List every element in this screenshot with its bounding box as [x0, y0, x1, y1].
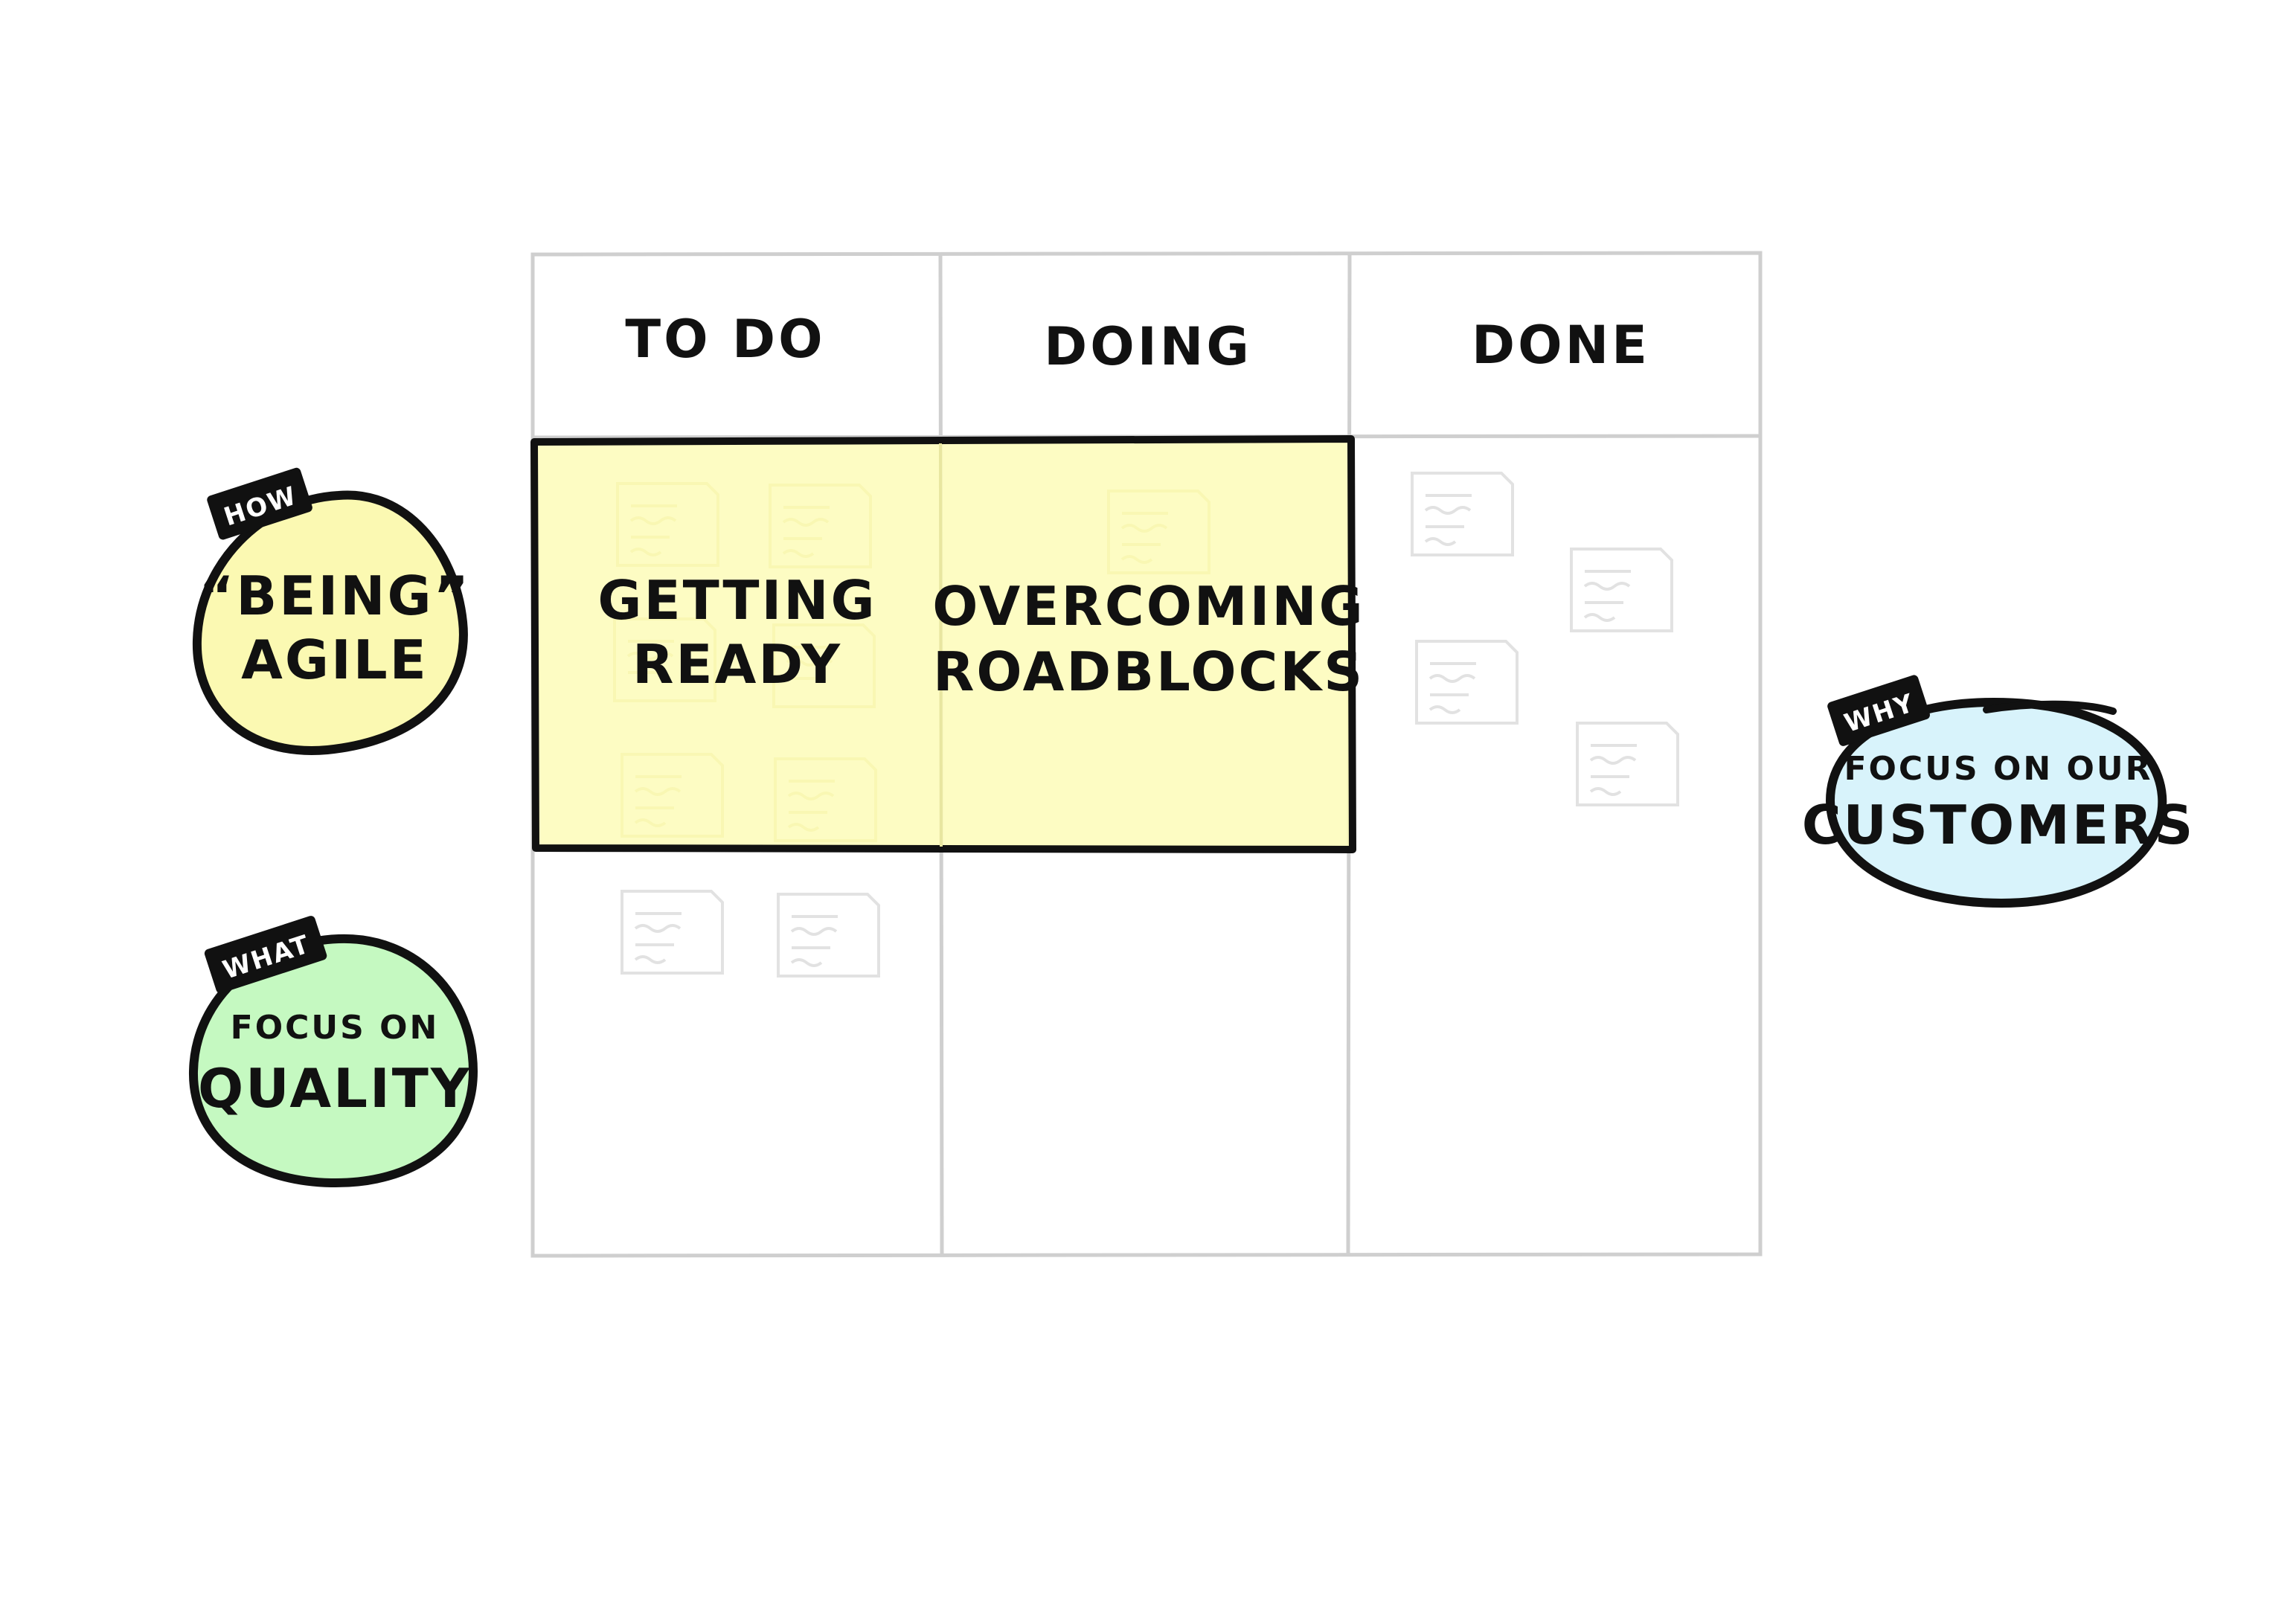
how-line1: “BEING”	[199, 565, 471, 627]
column-header-doing: DOING	[1044, 316, 1252, 377]
what-line1: FOCUS ON	[231, 1009, 440, 1047]
what-blob: WHAT FOCUS ON QUALITY	[188, 916, 478, 1188]
ghost-note	[777, 893, 880, 978]
how-line2: AGILE	[241, 629, 429, 691]
what-line2: QUALITY	[198, 1057, 472, 1120]
highlight-band-box	[530, 435, 1356, 853]
ghost-note	[1411, 472, 1514, 556]
column-header-todo: TO DO	[625, 309, 825, 370]
why-line1: FOCUS ON OUR	[1844, 750, 2152, 788]
ghost-note	[1415, 640, 1519, 725]
band-label-ready: READY	[632, 633, 842, 696]
band-label-getting: GETTING	[597, 569, 876, 632]
band-label-overcoming: OVERCOMING	[932, 575, 1365, 638]
ghost-note	[1570, 548, 1673, 632]
ghost-note	[621, 890, 724, 975]
why-line2: CUSTOMERS	[1802, 794, 2196, 856]
column-header-done: DONE	[1472, 315, 1650, 376]
highlight-band	[530, 435, 1356, 853]
ghost-note	[1576, 722, 1679, 806]
why-blob: WHY FOCUS ON OUR CUSTOMERS	[1802, 675, 2196, 908]
how-blob: HOW “BEING” AGILE	[192, 467, 471, 755]
band-label-roadblocks: ROADBLOCKS	[933, 641, 1365, 703]
